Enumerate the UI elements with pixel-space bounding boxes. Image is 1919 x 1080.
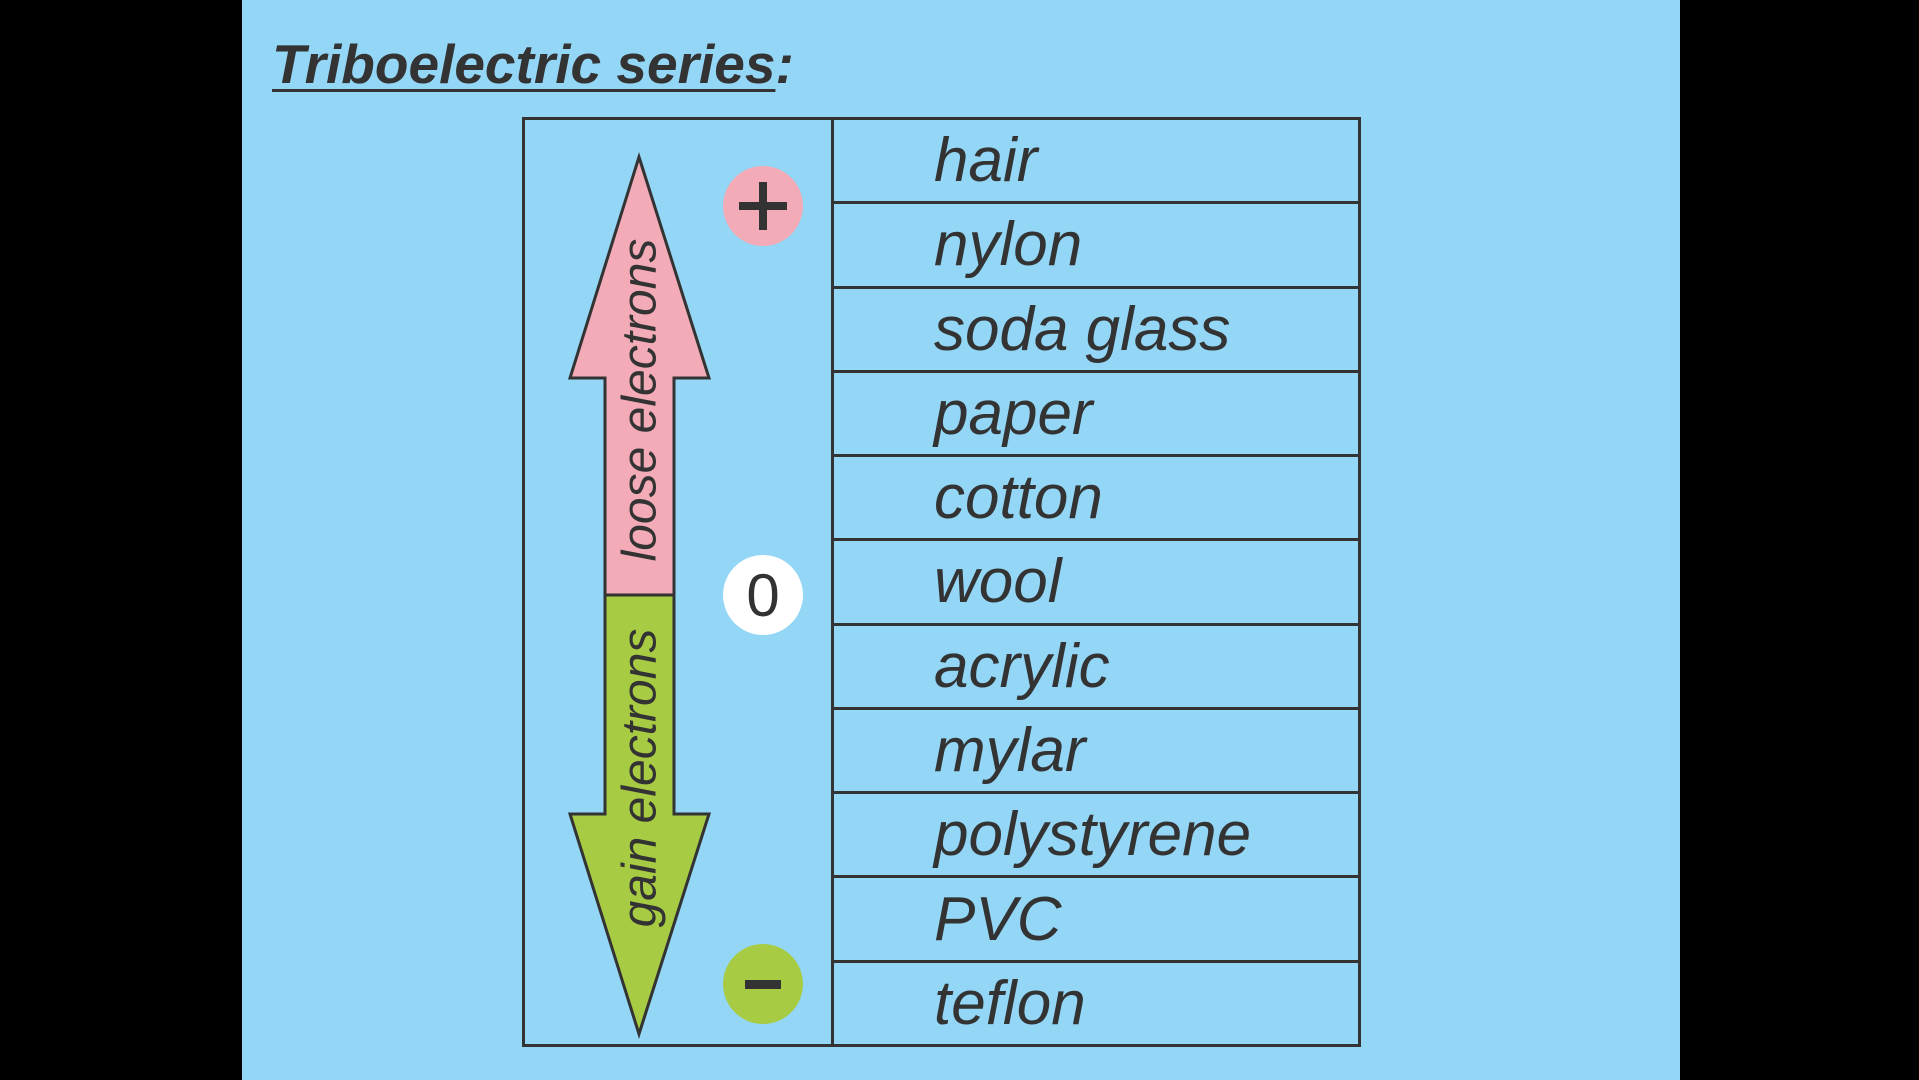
materials-table: hair nylon soda glass paper cotton wool acryli… — [831, 117, 1361, 1047]
material-row: nylon — [834, 204, 1358, 289]
slide-title: Triboelectric series: — [272, 28, 794, 100]
material-row: cotton — [834, 457, 1358, 542]
positive-badge — [723, 166, 803, 246]
arrow-bottom-gain — [567, 593, 712, 1039]
material-label: mylar — [934, 715, 1086, 785]
material-row: PVC — [834, 878, 1358, 963]
material-label: paper — [934, 378, 1093, 448]
material-row: wool — [834, 541, 1358, 626]
material-row: paper — [834, 373, 1358, 458]
material-label: cotton — [934, 463, 1103, 533]
neutral-label: 0 — [746, 561, 780, 629]
plus-icon — [739, 182, 787, 230]
material-row: soda glass — [834, 289, 1358, 373]
material-label: soda glass — [934, 294, 1231, 364]
material-row: polystyrene — [834, 794, 1358, 879]
loose-electrons-label: loose electrons — [614, 239, 667, 562]
material-label: polystyrene — [934, 800, 1252, 870]
series-frame — [522, 117, 832, 1047]
title-text: Triboelectric series — [272, 33, 776, 95]
material-label: nylon — [934, 210, 1083, 280]
material-label: teflon — [934, 968, 1086, 1038]
material-row: mylar — [834, 710, 1358, 795]
material-label: acrylic — [934, 631, 1110, 701]
material-label: hair — [934, 126, 1038, 196]
material-label: wool — [934, 547, 1062, 617]
title-colon: : — [775, 33, 794, 95]
negative-badge — [723, 944, 803, 1024]
minus-icon — [745, 980, 781, 989]
neutral-badge: 0 — [723, 555, 803, 635]
gain-electrons-label: gain electrons — [614, 629, 667, 928]
material-label: PVC — [934, 884, 1062, 954]
material-row: hair — [834, 120, 1358, 205]
material-row: teflon — [834, 963, 1358, 1044]
material-row: acrylic — [834, 626, 1358, 710]
